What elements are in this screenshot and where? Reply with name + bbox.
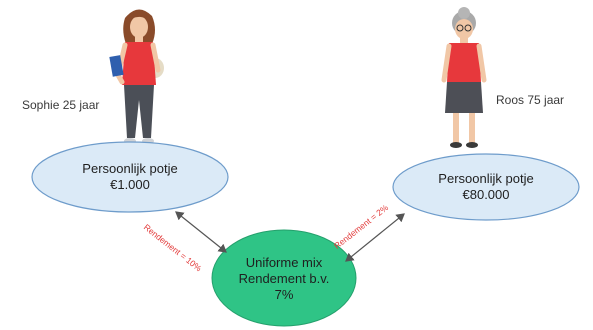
roos-pot-text: Persoonlijk potje €80.000	[416, 171, 556, 203]
edge-sophie-mix	[175, 211, 227, 253]
elderly-woman-figure-icon	[441, 7, 487, 148]
sophie-pot-node	[31, 141, 229, 213]
roos-pot-amount: €80.000	[462, 187, 510, 202]
young-woman-figure-icon	[109, 9, 164, 144]
mix-text: Uniforme mix Rendement b.v. 7%	[224, 255, 344, 303]
mix-node	[211, 229, 357, 327]
edge-roos-mix	[345, 213, 405, 262]
roos-pot-line1: Persoonlijk potje	[438, 171, 534, 186]
mix-line3: 7%	[274, 287, 294, 302]
mix-line2: Rendement b.v.	[238, 271, 330, 286]
sophie-pot-line1: Persoonlijk potje	[82, 161, 178, 176]
mix-line1: Uniforme mix	[245, 255, 323, 270]
roos-pot-node	[392, 153, 580, 221]
sophie-pot-amount: €1.000	[110, 177, 150, 192]
sophie-name-label: Sophie 25 jaar	[22, 98, 100, 112]
sophie-pot-text: Persoonlijk potje €1.000	[60, 161, 200, 193]
roos-name-label: Roos 75 jaar	[496, 93, 565, 107]
